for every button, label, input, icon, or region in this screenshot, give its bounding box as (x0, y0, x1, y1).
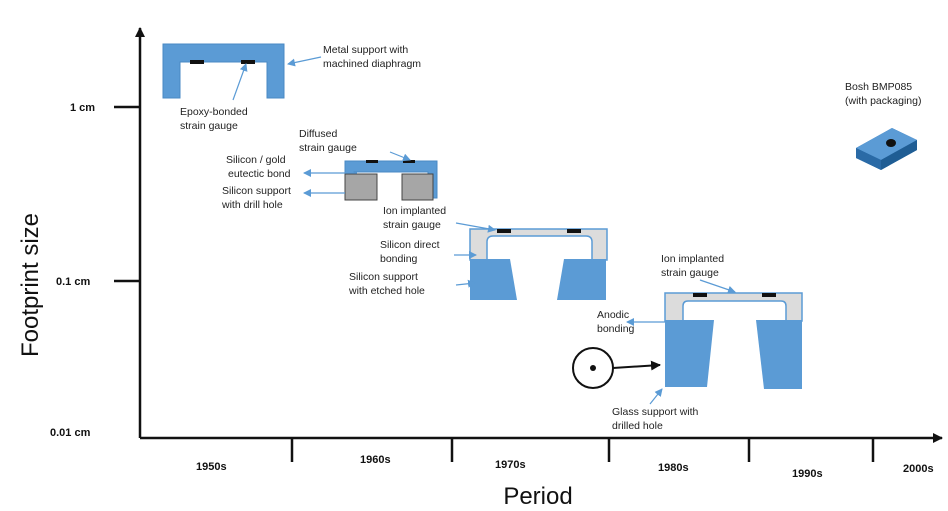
bmp085-package (856, 128, 917, 170)
glass-support-right (756, 320, 802, 389)
silicon-support-left (470, 259, 517, 300)
strain-gauge (497, 229, 511, 233)
anodic-bonding-sensor (664, 292, 803, 389)
x-tick-label-1950s: 1950s (196, 461, 227, 473)
x-tick-label-2000s: 2000s (903, 463, 934, 475)
arrow (455, 222, 496, 233)
x-tick-label-1990s: 1990s (792, 468, 823, 480)
diffused-gauge-sensor (344, 160, 438, 201)
label-bosh-bmp085: Bosh BMP085(with packaging) (845, 81, 921, 107)
glass-support-left (665, 320, 714, 387)
y-tick-label-1cm: 1 cm (70, 102, 95, 114)
strain-gauge (693, 293, 707, 297)
arrow (455, 279, 476, 288)
x-tick-label-1960s: 1960s (360, 454, 391, 466)
y-tick-label-01cm: 0.1 cm (56, 276, 90, 288)
x-axis-title: Period (503, 483, 572, 510)
arrow (232, 63, 248, 101)
arrow (389, 151, 411, 162)
x-tick-label-1980s: 1980s (658, 462, 689, 474)
strain-gauge (762, 293, 776, 297)
arrow (699, 279, 736, 294)
strain-gauge (403, 160, 415, 163)
x-tick-label-1970s: 1970s (495, 459, 526, 471)
strain-gauge (567, 229, 581, 233)
silicon-support-right (557, 259, 606, 300)
strain-gauge (190, 60, 204, 64)
top-view-icon (572, 347, 661, 389)
silicon-support-left (344, 173, 378, 201)
y-tick-label-001cm: 0.01 cm (50, 427, 91, 439)
strain-gauge (241, 60, 255, 64)
silicon-direct-bonding-sensor (469, 228, 608, 300)
arrow (287, 56, 322, 67)
strain-gauge (366, 160, 378, 163)
silicon-support-right (401, 173, 434, 201)
y-axis-title: Footprint size (17, 213, 44, 357)
metal-support-sensor (162, 43, 285, 99)
arrow (649, 388, 663, 405)
